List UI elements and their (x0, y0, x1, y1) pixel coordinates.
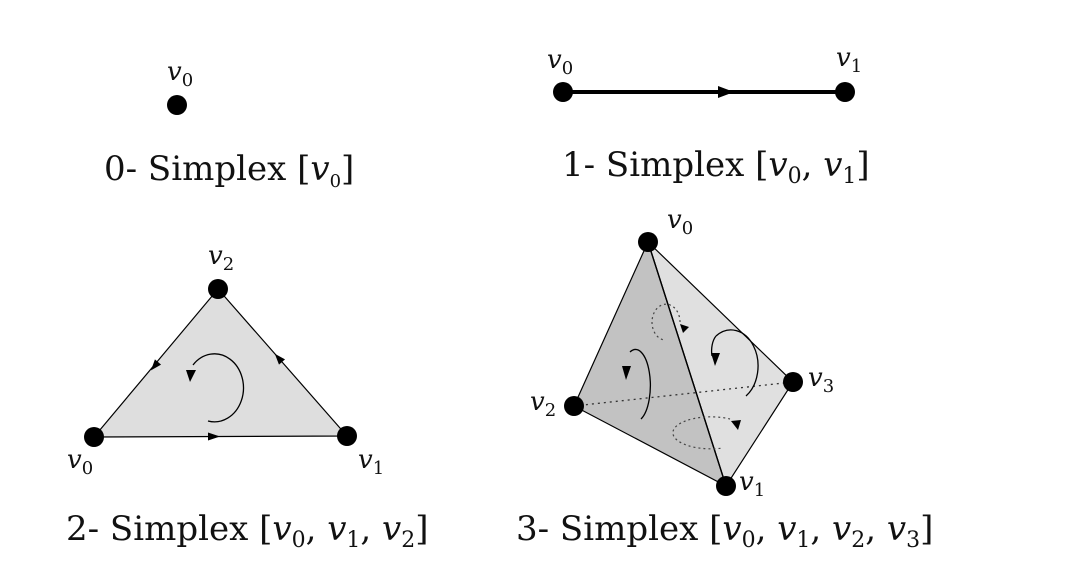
vertex-label-v0: v0 (667, 205, 693, 239)
vertex-v0 (553, 82, 573, 102)
vertex-v2 (208, 279, 228, 299)
caption-0-simplex: 0- Simplex [v0] (104, 149, 354, 192)
arrow-icon (731, 420, 741, 430)
arrow-icon (274, 353, 286, 365)
arrow-icon (680, 324, 689, 333)
vertex-v1 (716, 476, 736, 496)
orientation-arc-back-bottom (672, 416, 731, 450)
orientation-arc-back-top (651, 303, 681, 341)
vertex-v0 (84, 427, 104, 447)
vertex-v0 (167, 95, 187, 115)
zero-simplex: v0 0- Simplex [v0] (104, 57, 354, 192)
hidden-edge-v2-v3 (573, 381, 794, 407)
vertex-label-v1: v1 (739, 467, 765, 501)
arrow-icon (718, 86, 734, 98)
caption-1-simplex: 1- Simplex [v0, v1] (562, 145, 870, 189)
orientation-arc (192, 353, 245, 423)
vertex-label-v0: v0 (167, 57, 193, 91)
vertex-label-v3: v3 (808, 363, 834, 397)
vertex-label-v1: v1 (358, 445, 384, 479)
vertex-v2 (564, 396, 584, 416)
vertex-v1 (337, 426, 357, 446)
arrow-icon (186, 370, 196, 382)
triangle-face (92, 288, 349, 438)
caption-3-simplex: 3- Simplex [v0, v1, v2, v3] (516, 509, 933, 553)
vertex-label-v0: v0 (67, 445, 93, 479)
edge-v0-v1 (647, 241, 727, 487)
orientation-arc-left (629, 348, 651, 420)
arrow-icon (208, 432, 220, 441)
arrow-icon (711, 353, 720, 366)
two-simplex: v2 v0 v1 2- Simplex [v0, v1, v2] (66, 241, 429, 553)
vertex-v3 (783, 372, 803, 392)
vertex-label-v0: v0 (547, 45, 573, 79)
arrow-icon (150, 359, 162, 371)
vertex-v1 (835, 82, 855, 102)
caption-2-simplex: 2- Simplex [v0, v1, v2] (66, 509, 429, 553)
vertex-v0 (638, 232, 658, 252)
one-simplex: v0 v1 1- Simplex [v0, v1] (547, 43, 870, 189)
vertex-label-v1: v1 (836, 43, 862, 77)
arrow-icon (622, 366, 631, 380)
vertex-label-v2: v2 (530, 387, 556, 421)
orientation-arc-right (715, 329, 759, 397)
vertex-label-v2: v2 (208, 241, 234, 275)
three-simplex: v0 v1 v2 v3 3- Simplex [v0, v1, v2, v3] (516, 205, 933, 553)
